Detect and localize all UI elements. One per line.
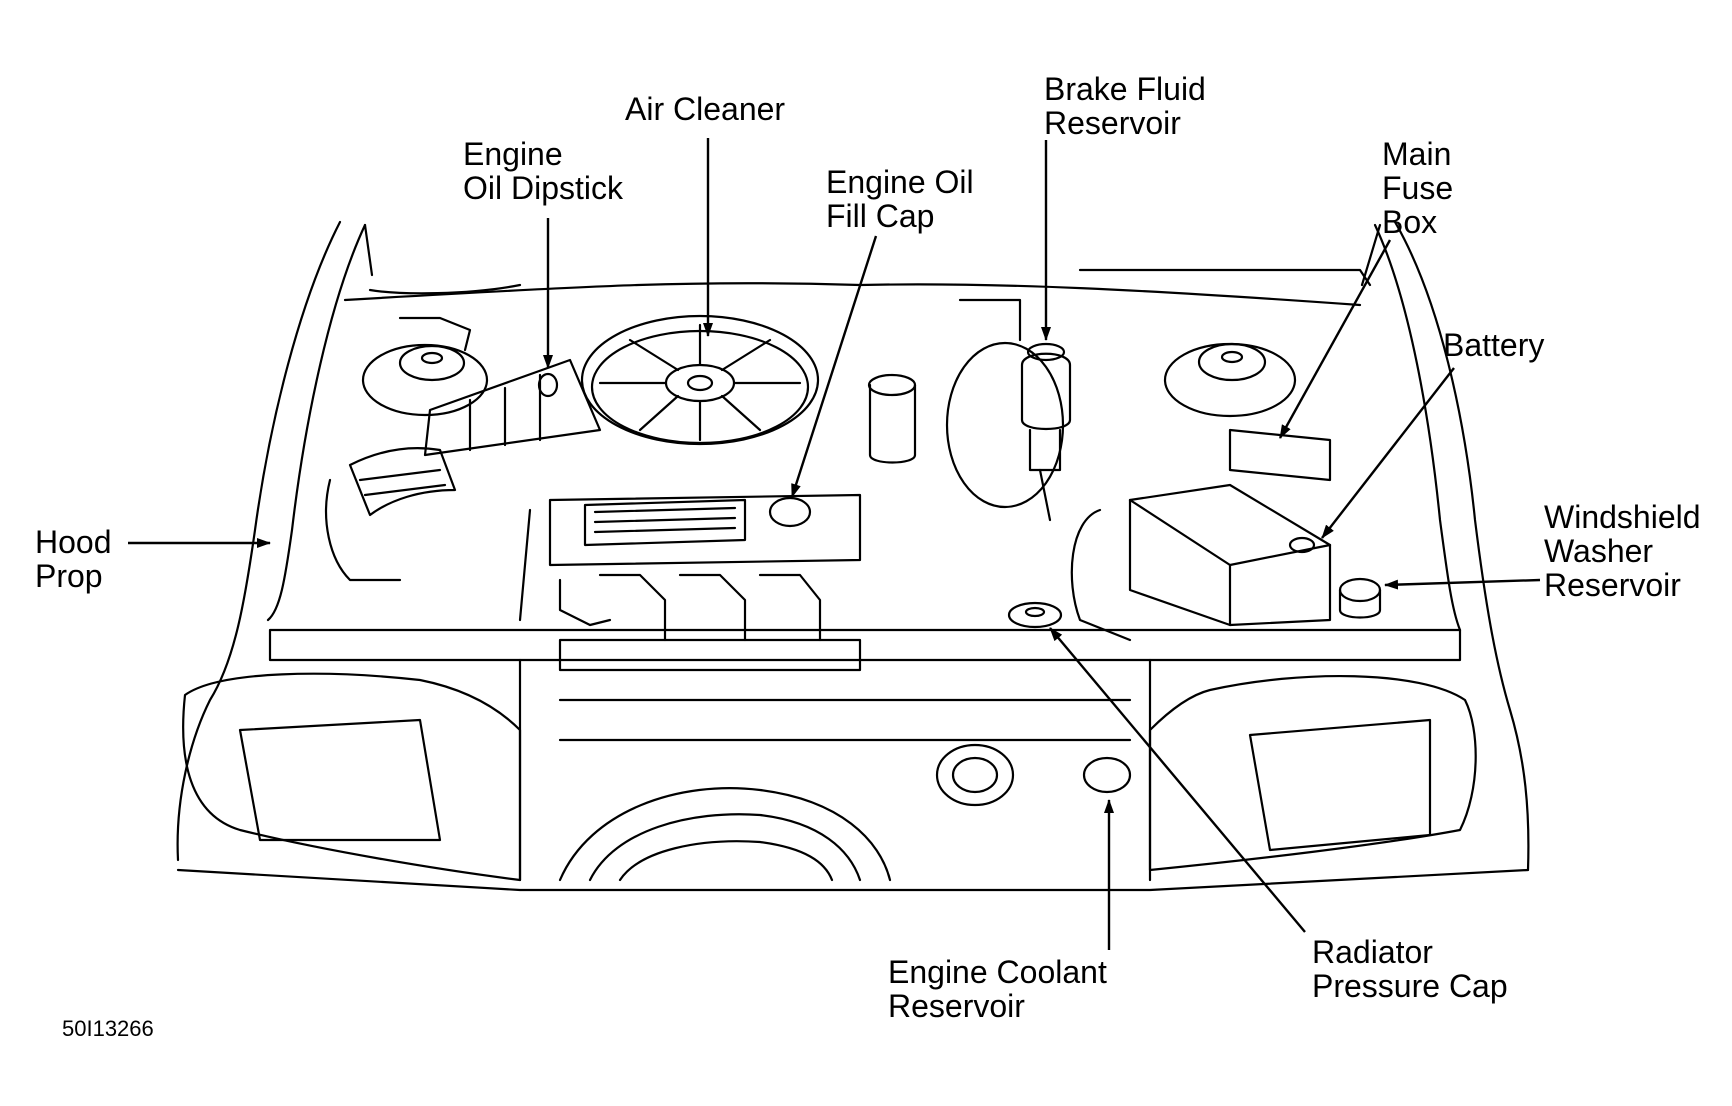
left-fender-inner [266, 223, 367, 622]
air-cleaner-label: Air Cleaner [625, 91, 786, 127]
washer-reservoir-leader [1384, 578, 1541, 590]
radiator-pressure-cap [1007, 601, 1063, 629]
engine-oil-fill-cap-label: Engine Oil Fill Cap [826, 164, 974, 234]
coolant-reservoir [1082, 756, 1132, 794]
figure-code: 50I13266 [62, 1016, 154, 1041]
radiator-support [268, 628, 1462, 662]
left-headlight [182, 672, 522, 882]
oil-dipstick-handle [537, 372, 559, 398]
washer-reservoir-cap [1338, 577, 1382, 603]
cooling-fan [558, 787, 892, 882]
left-strut-tower [361, 343, 489, 417]
right-headlight [1148, 674, 1477, 872]
main-fuse-box-leader [1278, 239, 1392, 439]
brake-booster [945, 341, 1065, 509]
hood-prop-label: Hood Prop [35, 524, 112, 594]
radiator-cap-leader [1049, 627, 1306, 933]
battery-label: Battery [1443, 327, 1545, 363]
engine-coolant-reservoir-label: Engine Coolant Reservoir [888, 954, 1107, 1024]
main-fuse-box-label: Main Fuse Box [1382, 136, 1454, 240]
oil-fill-cap-leader [790, 235, 878, 498]
oil-fill-cap [768, 496, 812, 528]
brake-fluid-reservoir-label: Brake Fluid Reservoir [1044, 71, 1206, 141]
engine-oil-dipstick-label: Engine Oil Dipstick [463, 136, 624, 206]
fan-motor-housing [935, 743, 1015, 807]
brake-fluid-reservoir [1020, 352, 1072, 430]
radiator-pressure-cap-label: Radiator Pressure Cap [1312, 934, 1508, 1004]
right-fender-outline [1393, 220, 1530, 872]
valve-cover [548, 493, 862, 567]
cowl-line [343, 282, 1362, 307]
main-fuse-box [1228, 428, 1332, 482]
windshield-washer-reservoir-label: Windshield Washer Reservoir [1544, 499, 1701, 603]
left-fender-outline [176, 220, 342, 862]
intake-duct [423, 358, 602, 457]
battery-leader [1321, 367, 1455, 539]
